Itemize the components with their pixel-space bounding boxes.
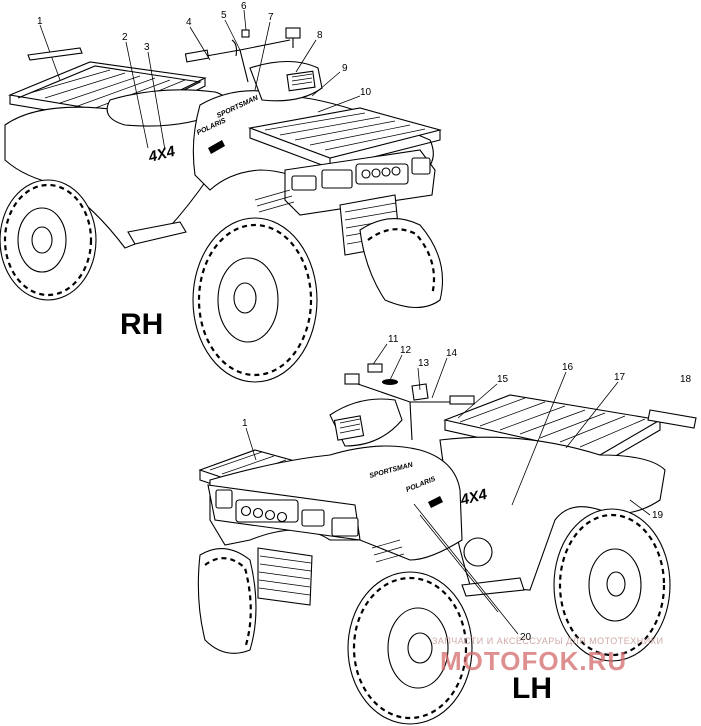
callout-9-rh: 9: [342, 63, 348, 74]
callout-12-lh: 12: [400, 345, 412, 356]
rh-callout-leaders: [39, 9, 361, 151]
callout-2-rh: 2: [122, 32, 128, 43]
callout-20-lh: 20: [520, 632, 532, 643]
decal-4x4-lh: 4X4: [458, 486, 490, 509]
decal-11-shape: [367, 363, 383, 373]
callout-14-lh: 14: [446, 348, 458, 359]
callout-8-rh: 8: [317, 30, 323, 41]
front-wheel-lh: [347, 571, 473, 725]
lh-callout-numbers: 11 12 13 14 15 16 17 18 19 20 1: [242, 334, 692, 643]
callout-16-lh: 16: [562, 362, 574, 373]
callout-10-rh: 10: [360, 87, 372, 98]
watermark-subtitle: ЗАПЧАСТИ И АКСЕССУАРЫ ДЛЯ МОТОТЕХНИКИ: [432, 636, 663, 646]
callout-15-lh: 15: [497, 374, 509, 385]
callout-18-lh: 18: [680, 374, 692, 385]
callout-7-rh: 7: [268, 12, 274, 23]
callout-5-rh: 5: [221, 10, 227, 21]
decal-4x4-label: 4X4: [146, 143, 178, 166]
decal-18-strip: [647, 409, 697, 429]
rear-wheel-lh: [553, 508, 671, 662]
grille-circles-lh: [240, 505, 288, 523]
rh-callout-numbers: 1 2 3 4 5 6 7 8 9 10: [37, 1, 372, 98]
callout-3-rh: 3: [144, 42, 150, 53]
callout-11-lh: 11: [388, 334, 399, 345]
callout-1-rh: 1: [37, 16, 43, 27]
callout-13-lh: 13: [418, 358, 430, 369]
callout-17-lh: 17: [614, 372, 626, 383]
grille-circles-rh: [361, 166, 401, 179]
atv-right-view: 4X4 POLARIS SPORTSMAN: [0, 27, 443, 383]
callout-19-lh: 19: [652, 510, 664, 521]
decal-12-shape: [382, 379, 398, 385]
callout-4-rh: 4: [186, 17, 192, 28]
decal-4x4-rh: 4X4: [146, 143, 178, 166]
front-rack: [247, 107, 443, 169]
view-label-rh: RH: [120, 308, 163, 341]
watermark: ЗАПЧАСТИ И АКСЕССУАРЫ ДЛЯ МОТОТЕХНИКИ MO…: [432, 636, 663, 676]
watermark-site: MOTOFOK.RU: [440, 646, 627, 676]
callout-1-lh: 1: [242, 418, 248, 429]
rear-wheel-rh: [0, 179, 97, 301]
lh-callout-leaders: [245, 343, 651, 635]
atv-left-view: 4X4 POLARIS SPORTSMAN: [197, 373, 671, 725]
front-wheel-rh: [192, 217, 318, 383]
view-label-lh: LH: [512, 672, 552, 705]
callout-6-rh: 6: [241, 1, 247, 12]
